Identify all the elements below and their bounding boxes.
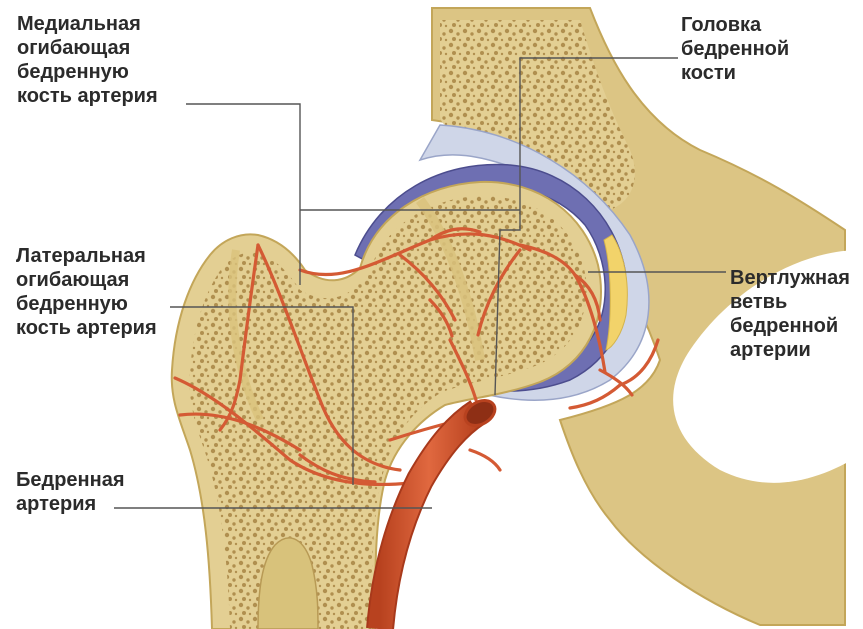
label-line: бедренную	[17, 60, 158, 84]
label-line: кости	[681, 61, 789, 85]
label-line: артерии	[730, 338, 850, 362]
label-line: ветвь	[730, 290, 850, 314]
label-line: Медиальная	[17, 12, 158, 36]
label-line: бедренную	[16, 292, 157, 316]
label-line: Вертлужная	[730, 266, 850, 290]
label-line: Бедренная	[16, 468, 125, 492]
label-line: огибающая	[16, 268, 157, 292]
label-line: бедренной	[681, 37, 789, 61]
label-medial-circumflex-artery: Медиальная огибающая бедренную кость арт…	[17, 12, 158, 108]
label-acetabular-branch: Вертлужная ветвь бедренной артерии	[730, 266, 850, 362]
label-femoral-artery: Бедренная артерия	[16, 468, 125, 516]
label-line: Головка	[681, 13, 789, 37]
label-line: кость артерия	[17, 84, 158, 108]
label-lateral-circumflex-artery: Латеральная огибающая бедренную кость ар…	[16, 244, 157, 340]
label-line: огибающая	[17, 36, 158, 60]
label-line: бедренной	[730, 314, 850, 338]
label-femoral-head: Головка бедренной кости	[681, 13, 789, 85]
label-line: Латеральная	[16, 244, 157, 268]
label-line: кость артерия	[16, 316, 157, 340]
label-line: артерия	[16, 492, 125, 516]
